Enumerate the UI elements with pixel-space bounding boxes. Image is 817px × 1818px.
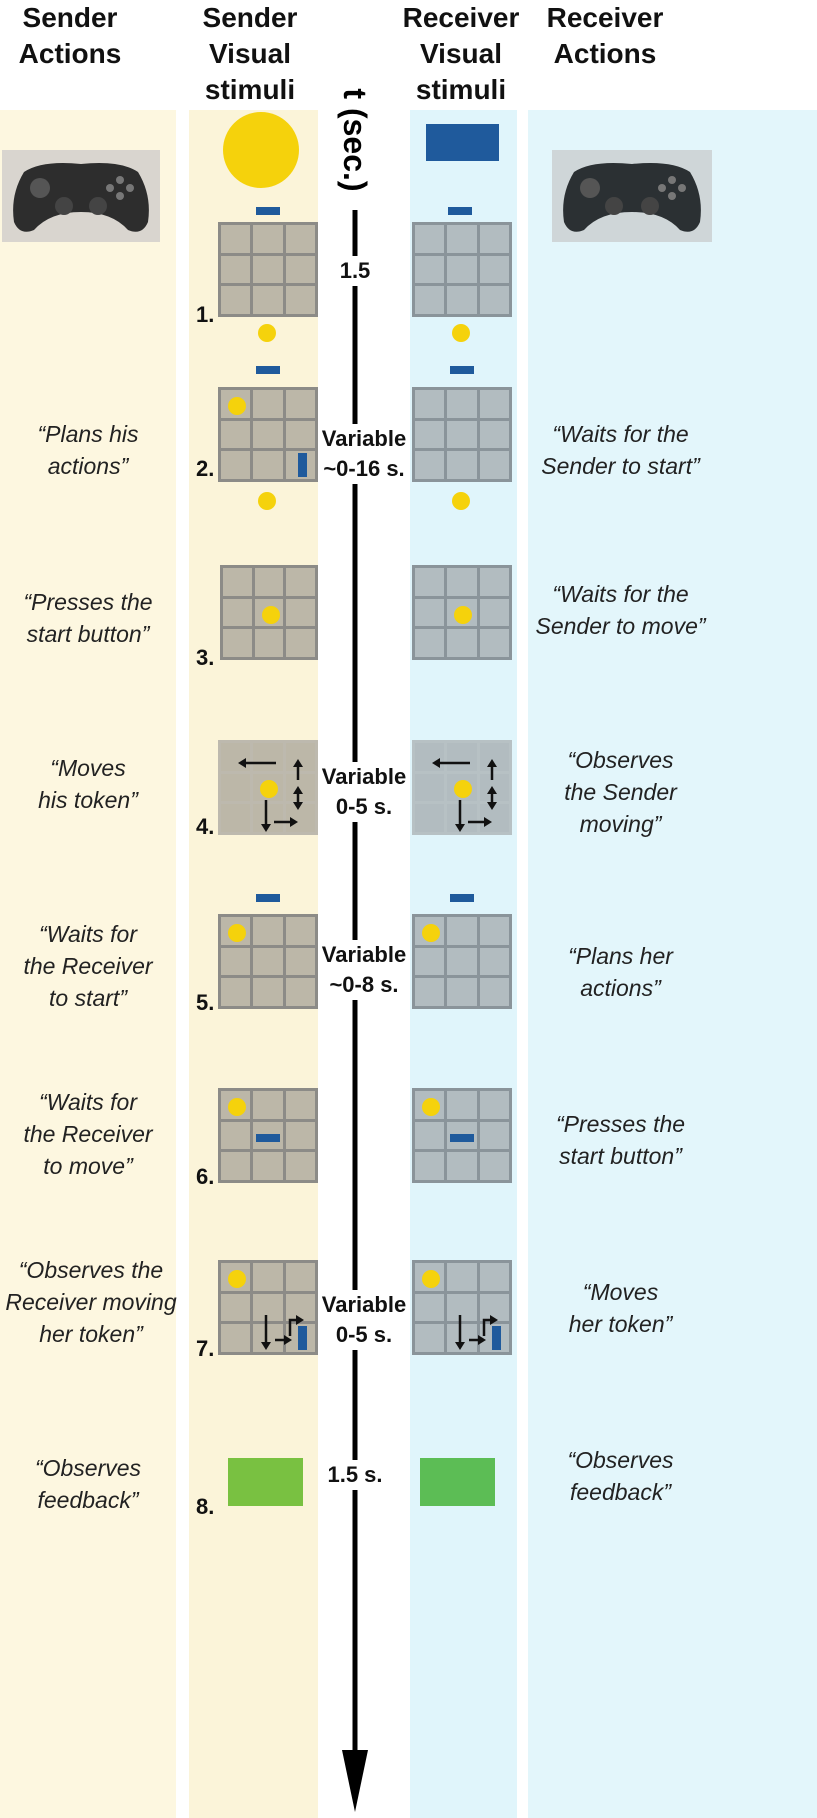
sender-feedback — [228, 1458, 303, 1506]
sender-token-small — [452, 492, 470, 510]
receiver-grid-step-1 — [412, 222, 512, 317]
header-receiver-visual: Receiver Visual stimuli — [402, 2, 520, 105]
receiver-action-6: “Moves her token” — [568, 1279, 673, 1337]
sender-token — [422, 1098, 440, 1116]
sender-token — [228, 924, 246, 942]
step-number: 3. — [196, 645, 215, 670]
time-axis-label: t (sec.) — [337, 88, 373, 192]
receiver-token — [450, 1133, 475, 1142]
receiver-action-4: “Plans her actions” — [568, 943, 673, 1001]
receiver-actions-column — [528, 110, 817, 1818]
receiver-grid-step-6 — [412, 1088, 512, 1183]
receiver-grid-step-7 — [412, 1260, 512, 1355]
time-label-step-2: Variable ~0-16 s. — [318, 424, 410, 484]
sender-action-6: “Observes the Receiver moving her token” — [5, 1257, 177, 1347]
sender-token — [422, 924, 440, 942]
sender-token-small — [452, 324, 470, 342]
sender-token-small — [258, 492, 276, 510]
receiver-token — [256, 1133, 281, 1142]
receiver-token-large — [426, 124, 499, 161]
sender-action-7: “Observes feedback” — [34, 1455, 142, 1513]
step-number: 2. — [196, 456, 215, 481]
sender-grid-step-2 — [218, 387, 318, 482]
receiver-token — [491, 1326, 501, 1351]
step-number: 7. — [196, 1336, 215, 1361]
receiver-token-small — [448, 207, 472, 215]
header-receiver-actions: Receiver Actions — [546, 2, 664, 69]
step-number: 5. — [196, 990, 215, 1015]
sender-token — [228, 1098, 246, 1116]
sender-token — [454, 605, 473, 624]
receiver-feedback — [420, 1458, 495, 1506]
sender-token-large — [223, 112, 299, 188]
sender-action-4: “Waits for the Receiver to start” — [23, 921, 153, 1011]
receiver-token — [297, 1326, 307, 1351]
gamepad-icon — [552, 150, 712, 242]
step-number: 1. — [196, 302, 215, 327]
receiver-grid-step-2 — [412, 387, 512, 482]
sender-token — [422, 1270, 440, 1288]
step-number: 8. — [196, 1494, 215, 1519]
receiver-grid-step-5 — [412, 914, 512, 1009]
receiver-token-small — [256, 366, 280, 374]
sender-actions-column — [0, 110, 176, 1818]
receiver-action-5: “Presses the start button” — [555, 1111, 686, 1169]
receiver-action-1: “Waits for the Sender to start” — [541, 421, 700, 479]
receiver-grid-step-3 — [412, 565, 512, 660]
header-sender-visual: Sender Visual stimuli — [202, 2, 298, 105]
receiver-token-small — [256, 207, 280, 215]
sender-grid-step-3 — [220, 565, 318, 660]
sender-token-small — [258, 324, 276, 342]
receiver-token — [297, 453, 307, 478]
sender-token — [260, 779, 279, 798]
sender-grid-step-7 — [218, 1260, 318, 1355]
sender-grid-step-5 — [218, 914, 318, 1009]
sender-token — [228, 397, 246, 415]
sender-token — [261, 605, 280, 624]
arrow-icon — [455, 1315, 498, 1350]
receiver-action-2: “Waits for the Sender to move” — [535, 581, 706, 639]
time-label-step-8: 1.5 s. — [324, 1460, 386, 1490]
receiver-token-small — [256, 894, 280, 902]
receiver-action-3: “Observes the Sender moving” — [564, 747, 677, 837]
time-axis — [342, 210, 368, 1812]
time-label-step-5: Variable ~0-8 s. — [318, 940, 410, 1000]
sender-grid-step-6 — [218, 1088, 318, 1183]
sender-token — [454, 779, 473, 798]
step-number: 6. — [196, 1164, 215, 1189]
sender-action-3: “Moves his token” — [38, 755, 138, 813]
header-sender-actions: Sender Actions — [18, 2, 122, 69]
receiver-grid-step-4 — [412, 740, 512, 835]
time-label-step-1: 1.5 — [330, 256, 380, 286]
step-number: 4. — [196, 814, 215, 839]
arrow-icon — [432, 758, 497, 832]
sender-grid-step-1 — [218, 222, 318, 317]
sender-action-1: “Plans his actions” — [37, 421, 139, 479]
receiver-action-7: “Observes feedback” — [567, 1447, 674, 1505]
receiver-token-small — [450, 366, 474, 374]
arrow-icon — [238, 758, 303, 832]
time-axis-arrowhead — [342, 1750, 368, 1812]
gamepad-icon — [2, 150, 160, 242]
time-label-step-7: Variable 0-5 s. — [318, 1290, 410, 1350]
arrow-icon — [261, 1315, 304, 1350]
sender-action-2: “Presses the start button” — [23, 589, 153, 647]
sender-action-5: “Waits for the Receiver to move” — [23, 1089, 153, 1179]
time-label-step-4: Variable 0-5 s. — [318, 762, 410, 822]
receiver-token-small — [450, 894, 474, 902]
sender-token — [228, 1270, 246, 1288]
sender-grid-step-4 — [218, 740, 318, 835]
